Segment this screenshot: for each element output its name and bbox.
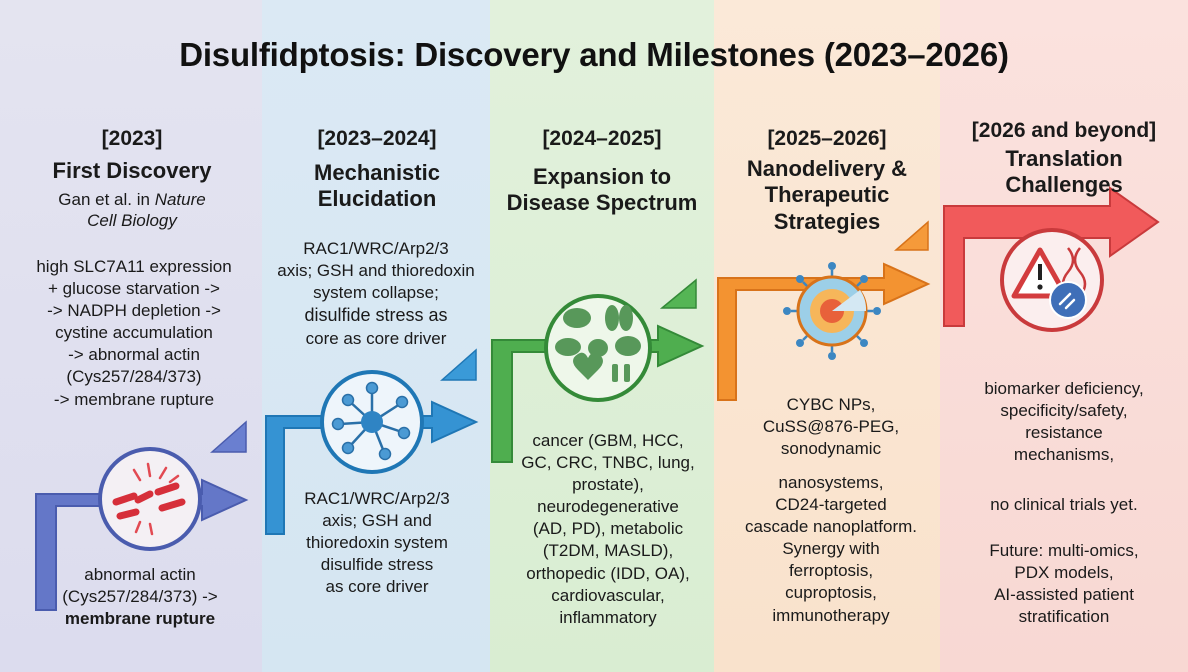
stage1-pathway: high SLC7A11 expression + glucose starva… [8,256,260,411]
stage2-top-text: RAC1/WRC/Arp2/3 axis; GSH and thioredoxi… [262,238,490,350]
stage4-bottom-line: ferroptosis, [788,561,874,581]
ruptured-membrane-icon [98,447,202,551]
stage5-future-line: Future: multi-omics, [989,541,1139,560]
stage1-pathway-line: -> abnormal actin [68,345,200,365]
stage1-header: [2023] First Discovery Gan et al. in Nat… [8,126,256,232]
stage3-disease-line: prostate), [572,475,644,495]
stage4-top-line: sonodynamic [780,439,882,459]
stage3-heading-line: Disease Spectrum [506,190,698,216]
timeline-arrow-stage5 [943,186,1160,327]
stage5-heading-line: Challenges [1005,172,1123,198]
stage2-heading-line: Elucidation [317,186,437,212]
stage1-pathway-line: high SLC7A11 expression [36,257,232,276]
stage4-top-line: CuSS@876-PEG, [762,417,900,437]
stage1-summary-bold: membrane rupture [64,609,216,629]
stage4-heading-line: Nanodelivery & [746,155,908,181]
stage1-pathway-line: + glucose starvation -> [48,279,220,299]
stage2-bottom-line: RAC1/WRC/Arp2/3 [304,489,450,508]
stage3-disease-line: neurodegenerative [537,497,679,517]
stage1-summary: abnormal actin (Cys257/284/373) -> membr… [30,564,250,630]
stage1-source: Gan et al. in Nature [8,190,256,211]
stage5-challenge-line: specificity/safety, [1000,401,1128,421]
stage1-journal-line2: Cell Biology [87,211,177,231]
organs-icon [544,294,652,402]
stage3-disease-line: cardiovascular, [551,585,665,605]
stage4-bottom-line: cascade nanoplatform. [745,517,917,537]
network-hub-icon [320,370,424,474]
stage2-bottom-line: thioredoxin system [306,533,448,553]
stage5-future: Future: multi-omics, PDX models, AI-assi… [944,540,1184,628]
stage4-bottom-text: nanosystems, CD24-targeted cascade nanop… [726,472,936,627]
page-title: Disulfidptosis: Discovery and Milestones… [179,36,1009,73]
warning-dna-icon [1000,228,1104,332]
stage3-disease-line: inflammatory [559,607,657,627]
stage2-top-large-line: disulfide stress as [304,305,448,326]
stage5-future-line: PDX models, [1014,563,1114,583]
stage1-summary-line: abnormal actin [84,565,196,584]
stage3-period: [2024–2025] [542,127,662,150]
stage4-top-text: CYBC NPs, CuSS@876-PEG, sonodynamic [726,394,936,460]
stage3-disease-line: GC, CRC, TNBC, lung, [521,453,695,473]
stage3-disease-list: cancer (GBM, HCC, GC, CRC, TNBC, lung, p… [508,430,708,629]
stage4-heading-line: Strategies [773,209,881,235]
stage5-status: no clinical trials yet. [944,494,1184,516]
stage3-heading-line: Expansion to [532,163,672,189]
stage1-heading: First Discovery [52,157,212,183]
stage2-top-line: axis; GSH and thioredoxin [277,261,475,281]
nanoparticle-icon [783,262,881,360]
stage1-pathway-line: (Cys257/284/373) [66,367,202,387]
stage2-top-large-line: core as core driver [305,328,447,348]
stage1-pathway-line: -> NADPH depletion -> [47,301,221,321]
stage-band-2023-2024 [262,0,490,672]
stage2-header: [2023–2024] Mechanistic Elucidation [264,126,490,213]
stage5-challenges: biomarker deficiency, specificity/safety… [944,378,1184,466]
stage1-pathway-line: -> membrane rupture [53,389,215,409]
stage2-period: [2023–2024] [317,127,437,150]
stage5-future-line: AI-assisted patient [994,585,1134,605]
stage4-period: [2025–2026] [767,127,887,150]
stage1-source-prefix: Gan et al. in [58,190,150,210]
stage4-bottom-line: immunotherapy [772,605,890,625]
stage1-journal-line2-wrap: Cell Biology [8,211,256,232]
stage1-journal-line1: Nature [154,190,206,210]
stage4-bottom-line: cuproptosis, [785,583,877,603]
stage5-challenge-line: mechanisms, [1013,445,1115,465]
stage3-disease-line: (T2DM, MASLD), [542,541,674,561]
stage3-disease-line: (AD, PD), metabolic [532,519,684,539]
stage3-disease-line: cancer (GBM, HCC, [532,431,684,450]
stage3-disease-line: orthopedic (IDD, OA), [526,563,690,583]
stage1-period: [2023] [101,127,163,150]
stage2-bottom-text: RAC1/WRC/Arp2/3 axis; GSH and thioredoxi… [274,488,480,598]
stage2-bottom-line: axis; GSH and [322,511,432,531]
stage2-top-line: RAC1/WRC/Arp2/3 [303,239,449,258]
stage3-header: [2024–2025] Expansion to Disease Spectru… [490,126,714,217]
stage2-top-line: system collapse; [313,283,439,303]
stage5-challenge-line: biomarker deficiency, [984,379,1144,398]
stage5-header: [2026 and beyond] Translation Challenges [940,118,1188,199]
stage4-bottom-line: Synergy with [782,539,880,559]
stage4-bottom-line: CD24-targeted [775,495,887,515]
stage4-header: [2025–2026] Nanodelivery & Therapeutic S… [714,126,940,236]
stage2-heading-line: Mechanistic [314,159,440,185]
stage2-bottom-line: disulfide stress [320,555,434,575]
stage-band-2026-beyond [940,0,1188,672]
stage4-top-line: CYBC NPs, [786,395,876,414]
stage5-heading-line: Translation [1005,145,1123,171]
stage5-period: [2026 and beyond] [971,119,1157,142]
stage2-bottom-line: as core driver [325,577,429,597]
stage4-heading-line: Therapeutic [764,182,890,208]
stage1-pathway-line: cystine accumulation [55,323,213,343]
stage5-status-line: no clinical trials yet. [990,495,1138,514]
stage1-summary-line: (Cys257/284/373) -> [62,587,218,607]
stage4-bottom-line: nanosystems, [778,473,884,492]
stage5-challenge-line: resistance [1025,423,1103,443]
stage5-future-line: stratification [1018,607,1110,627]
